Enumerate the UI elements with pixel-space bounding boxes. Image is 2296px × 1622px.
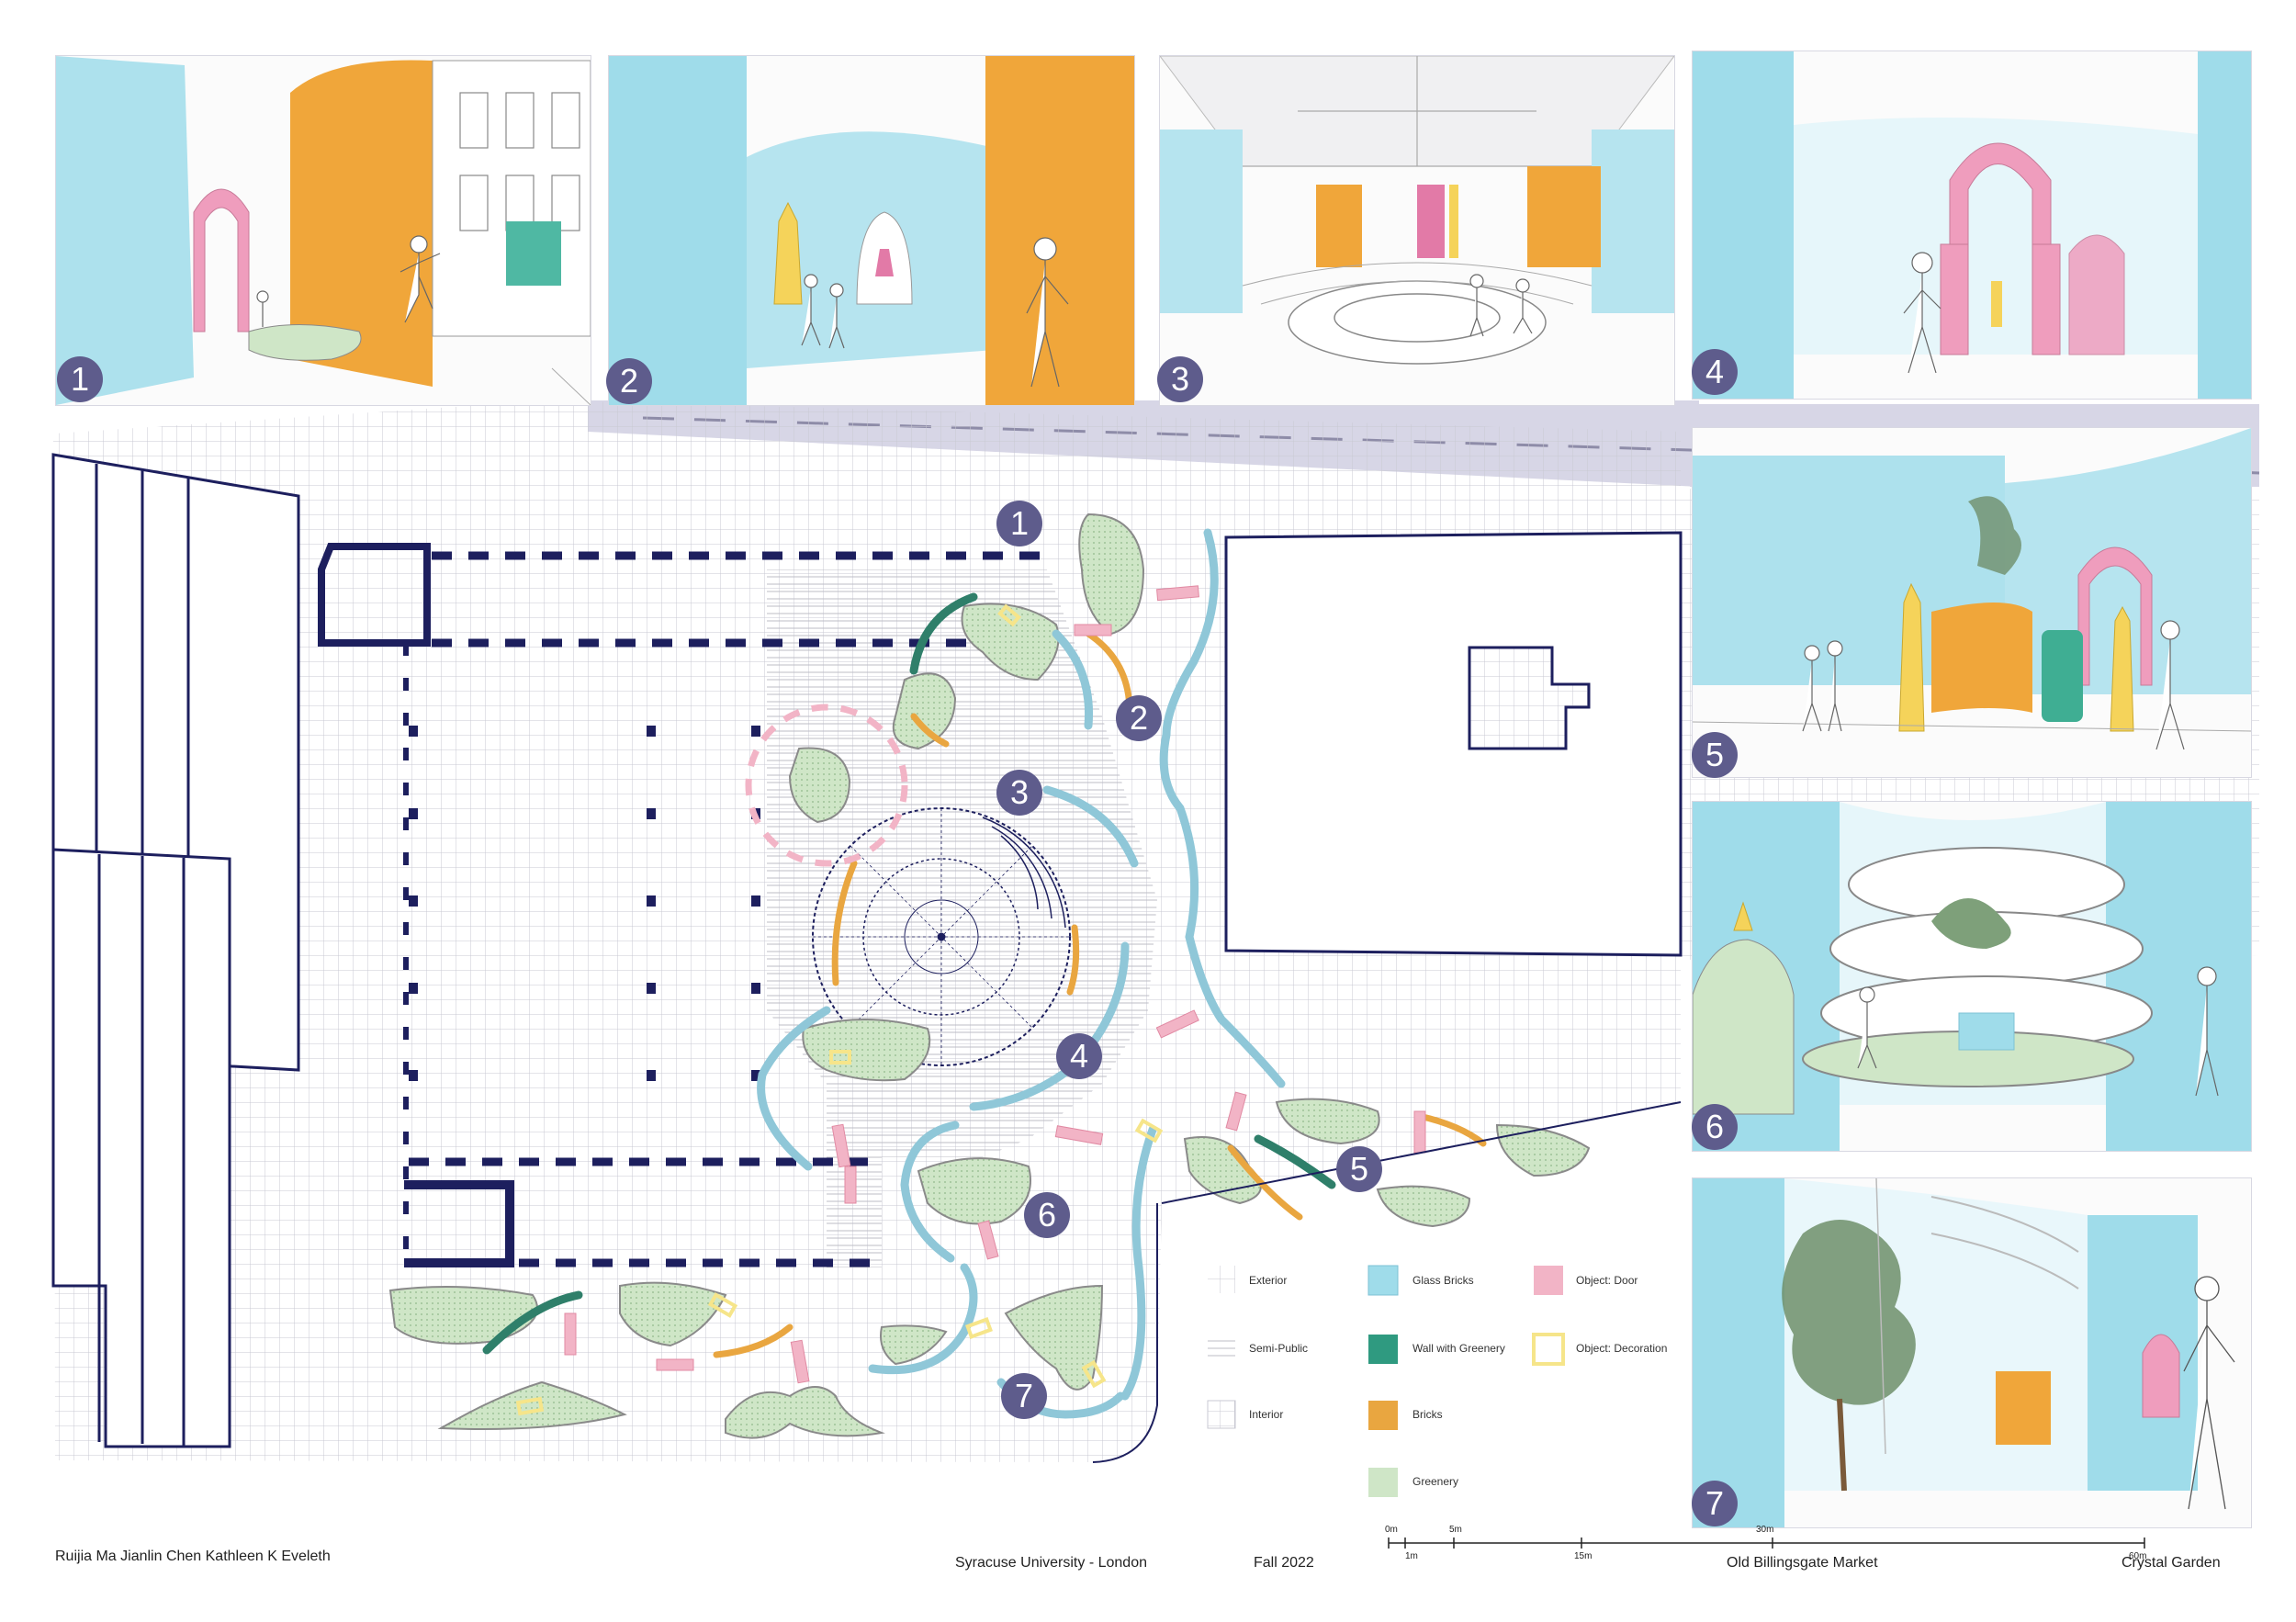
legend-semi-public: Semi-Public: [1249, 1342, 1309, 1355]
door-ring: [745, 704, 908, 867]
greenery-islands: [388, 513, 1591, 1439]
legend-door: Object: Door: [1576, 1274, 1638, 1287]
legend-decoration: Object: Decoration: [1576, 1342, 1668, 1355]
view-badge-6: 6: [1692, 1104, 1738, 1150]
plan-marker-3: 3: [996, 770, 1042, 816]
legend-exterior: Exterior: [1249, 1274, 1288, 1287]
footer-authors: Ruijia Ma Jianlin Chen Kathleen K Evelet…: [55, 1549, 331, 1564]
scale-tick-0m: 0m: [1385, 1525, 1398, 1535]
scale-tick-15m: 15m: [1574, 1551, 1593, 1561]
decoration-objects: [515, 603, 1164, 1416]
scale-tick-1m: 1m: [1405, 1551, 1418, 1561]
road-centerline: [642, 416, 2260, 475]
semi-public-terrace: [767, 569, 1157, 1267]
view-5-panel: [1692, 427, 2252, 778]
legend-glass-bricks: Glass Bricks: [1412, 1274, 1474, 1287]
plan-marker-4: 4: [1056, 1033, 1102, 1079]
view-3-panel: [1159, 55, 1675, 406]
view-badge-4: 4: [1692, 349, 1738, 395]
building-right: [1224, 531, 1683, 957]
view-badge-3: 3: [1157, 356, 1203, 402]
plan-marker-7: 7: [1001, 1373, 1047, 1419]
footer-project: Crystal Garden: [2122, 1555, 2221, 1571]
brick-walls: [713, 630, 1487, 1358]
door-objects: [564, 585, 1426, 1384]
view-badge-7: 7: [1692, 1481, 1738, 1526]
view-badge-5: 5: [1692, 732, 1738, 778]
plan-marker-5: 5: [1336, 1146, 1382, 1192]
plan-marker-6: 6: [1024, 1192, 1070, 1238]
footer-site: Old Billingsgate Market: [1727, 1555, 1878, 1571]
glass-brick-walls: [757, 528, 1286, 1419]
legend-swatches: [1207, 1265, 1565, 1497]
view-badge-1: 1: [57, 356, 103, 402]
view-6-panel: [1692, 801, 2252, 1152]
scale-bar: [1388, 1538, 2145, 1549]
legend-interior: Interior: [1249, 1408, 1284, 1421]
view-7-panel: [1692, 1177, 2252, 1528]
market-structure: [318, 543, 1047, 1267]
footer-school: Syracuse University - London: [955, 1555, 1147, 1571]
plan-marker-2: 2: [1116, 695, 1162, 741]
legend-wall-greenery: Wall with Greenery: [1412, 1342, 1505, 1355]
legend-bricks: Bricks: [1412, 1408, 1443, 1421]
plan-marker-1: 1: [996, 501, 1042, 546]
scale-tick-30m: 30m: [1756, 1525, 1774, 1535]
view-2-panel: [608, 55, 1135, 406]
interior-columns: [409, 726, 760, 1081]
amphitheatre: [812, 807, 1071, 1066]
green-walls: [482, 592, 1336, 1355]
view-4-panel: [1692, 51, 2252, 400]
view-1-panel: [55, 55, 591, 406]
scale-tick-60m: 60m: [2129, 1551, 2147, 1561]
scale-tick-5m: 5m: [1449, 1525, 1462, 1535]
view-badge-2: 2: [606, 358, 652, 404]
legend-greenery: Greenery: [1412, 1475, 1459, 1488]
building-right-core: [1468, 646, 1591, 750]
footer-term: Fall 2022: [1254, 1555, 1314, 1571]
